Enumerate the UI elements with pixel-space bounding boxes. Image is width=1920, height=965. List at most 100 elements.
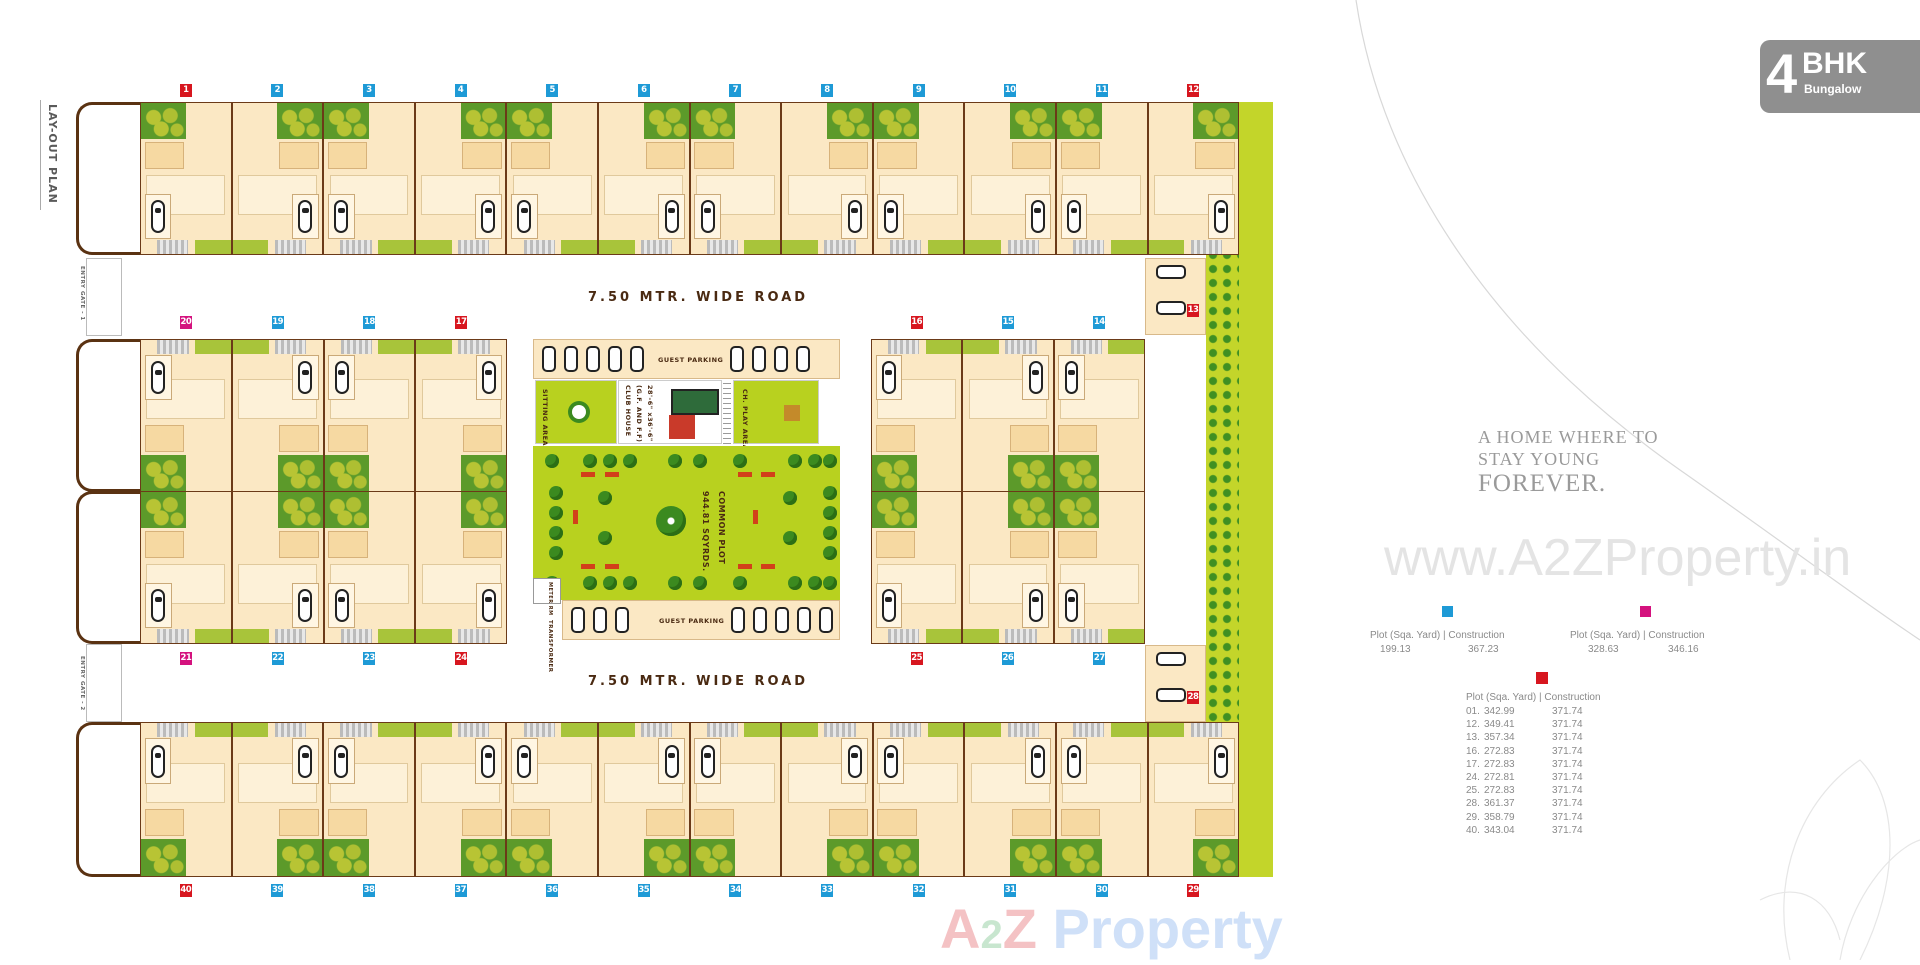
plot-24[interactable] bbox=[415, 491, 507, 644]
plot-1[interactable] bbox=[140, 102, 232, 255]
plot-35[interactable] bbox=[598, 722, 690, 877]
plot-area: 361.37 bbox=[1484, 798, 1515, 810]
tree-icon bbox=[598, 531, 612, 545]
tagline-line1: A HOME WHERE TO bbox=[1478, 427, 1659, 447]
car-parking bbox=[292, 355, 319, 401]
fountain-icon bbox=[656, 506, 686, 536]
legend-magenta-construction: 346.16 bbox=[1668, 644, 1699, 655]
plot-17[interactable] bbox=[415, 339, 507, 492]
bench-icon bbox=[573, 510, 578, 524]
plot-29[interactable] bbox=[1147, 722, 1240, 877]
plot-7[interactable] bbox=[689, 102, 782, 255]
tree-icon bbox=[623, 576, 637, 590]
entrance-steps bbox=[1005, 340, 1037, 354]
badge-subtitle: Bungalow bbox=[1804, 82, 1862, 96]
bench-icon bbox=[753, 510, 758, 524]
plot-16[interactable] bbox=[871, 339, 963, 492]
entrance-steps bbox=[340, 340, 373, 354]
plot-36[interactable] bbox=[506, 722, 598, 877]
plot-27[interactable] bbox=[1053, 491, 1145, 644]
car-icon bbox=[151, 744, 165, 778]
front-lawn bbox=[377, 723, 414, 737]
plot-15[interactable] bbox=[962, 339, 1054, 492]
plot-20[interactable] bbox=[140, 339, 232, 492]
plot-18[interactable] bbox=[323, 339, 416, 492]
plot-12[interactable] bbox=[1147, 102, 1240, 255]
garden bbox=[643, 103, 689, 140]
garden bbox=[141, 839, 186, 876]
legend-blue-construction: 367.23 bbox=[1468, 644, 1499, 655]
entrance-steps bbox=[888, 629, 920, 643]
garden bbox=[277, 454, 323, 491]
plot-number-label: 11 bbox=[1095, 84, 1108, 97]
plot-10[interactable] bbox=[964, 102, 1056, 255]
car-icon bbox=[334, 361, 349, 395]
plot-25[interactable] bbox=[871, 491, 963, 644]
plot-23[interactable] bbox=[323, 491, 416, 644]
construction-area: 371.74 bbox=[1552, 785, 1583, 797]
guest-parking-top: GUEST PARKING bbox=[533, 339, 840, 379]
entry-gate-2[interactable] bbox=[86, 644, 122, 722]
plot-40[interactable] bbox=[140, 722, 232, 877]
plot-6[interactable] bbox=[598, 102, 690, 255]
plot-34[interactable] bbox=[689, 722, 782, 877]
plot-28-parking[interactable] bbox=[1145, 645, 1206, 722]
plot-39[interactable] bbox=[231, 722, 324, 877]
plot-37[interactable] bbox=[414, 722, 507, 877]
plot-30[interactable] bbox=[1056, 722, 1148, 877]
entrance-steps bbox=[1190, 723, 1223, 737]
front-lawn bbox=[1108, 629, 1144, 643]
plot-number-label: 4 bbox=[454, 84, 467, 97]
plot-21[interactable] bbox=[140, 491, 232, 644]
plot-32[interactable] bbox=[872, 722, 965, 877]
meter-room: METER RM bbox=[533, 578, 561, 616]
car-parking bbox=[475, 582, 503, 628]
plot-number-label: 38 bbox=[363, 884, 375, 897]
plot-22[interactable] bbox=[231, 491, 324, 644]
bedroom bbox=[1009, 531, 1050, 559]
plot-5[interactable] bbox=[506, 102, 598, 255]
plot-14[interactable] bbox=[1053, 339, 1145, 492]
car-parking bbox=[1060, 193, 1088, 239]
entrance-steps bbox=[1005, 629, 1037, 643]
plot-9[interactable] bbox=[872, 102, 965, 255]
front-lawn bbox=[927, 723, 964, 737]
boundary-wall-bottom bbox=[76, 722, 142, 877]
entrance-steps bbox=[457, 240, 490, 254]
plot-number-label: 18 bbox=[363, 316, 376, 329]
car-icon bbox=[847, 199, 862, 233]
car-parking bbox=[1024, 193, 1052, 239]
front-lawn bbox=[965, 240, 1002, 254]
plot-4[interactable] bbox=[414, 102, 507, 255]
bench-icon bbox=[738, 564, 752, 569]
plot-13-parking[interactable] bbox=[1145, 258, 1206, 335]
plot-33[interactable] bbox=[781, 722, 873, 877]
car-parking bbox=[327, 193, 355, 239]
plot-19[interactable] bbox=[231, 339, 324, 492]
plot-11[interactable] bbox=[1056, 102, 1148, 255]
tagline-line3: FOREVER. bbox=[1478, 470, 1607, 497]
car-parking bbox=[1058, 355, 1085, 401]
plot-38[interactable] bbox=[323, 722, 415, 877]
plot-3[interactable] bbox=[323, 102, 415, 255]
entry-gate-1[interactable] bbox=[86, 258, 122, 336]
plot-number-label: 40 bbox=[179, 884, 192, 897]
plot-2[interactable] bbox=[231, 102, 324, 255]
entrance-steps bbox=[340, 629, 373, 643]
plot-26[interactable] bbox=[962, 491, 1054, 644]
front-lawn bbox=[378, 340, 415, 354]
entrance-steps bbox=[706, 240, 739, 254]
plot-31[interactable] bbox=[964, 722, 1056, 877]
car-icon bbox=[298, 199, 313, 233]
car-parking bbox=[1207, 193, 1235, 239]
club-house-size: 28'-6" x36'-6" bbox=[646, 385, 654, 442]
bedroom bbox=[462, 142, 502, 170]
tree-icon bbox=[549, 546, 563, 560]
plot-8[interactable] bbox=[781, 102, 873, 255]
plot-number: 29. bbox=[1466, 811, 1480, 823]
entrance-steps bbox=[274, 340, 307, 354]
